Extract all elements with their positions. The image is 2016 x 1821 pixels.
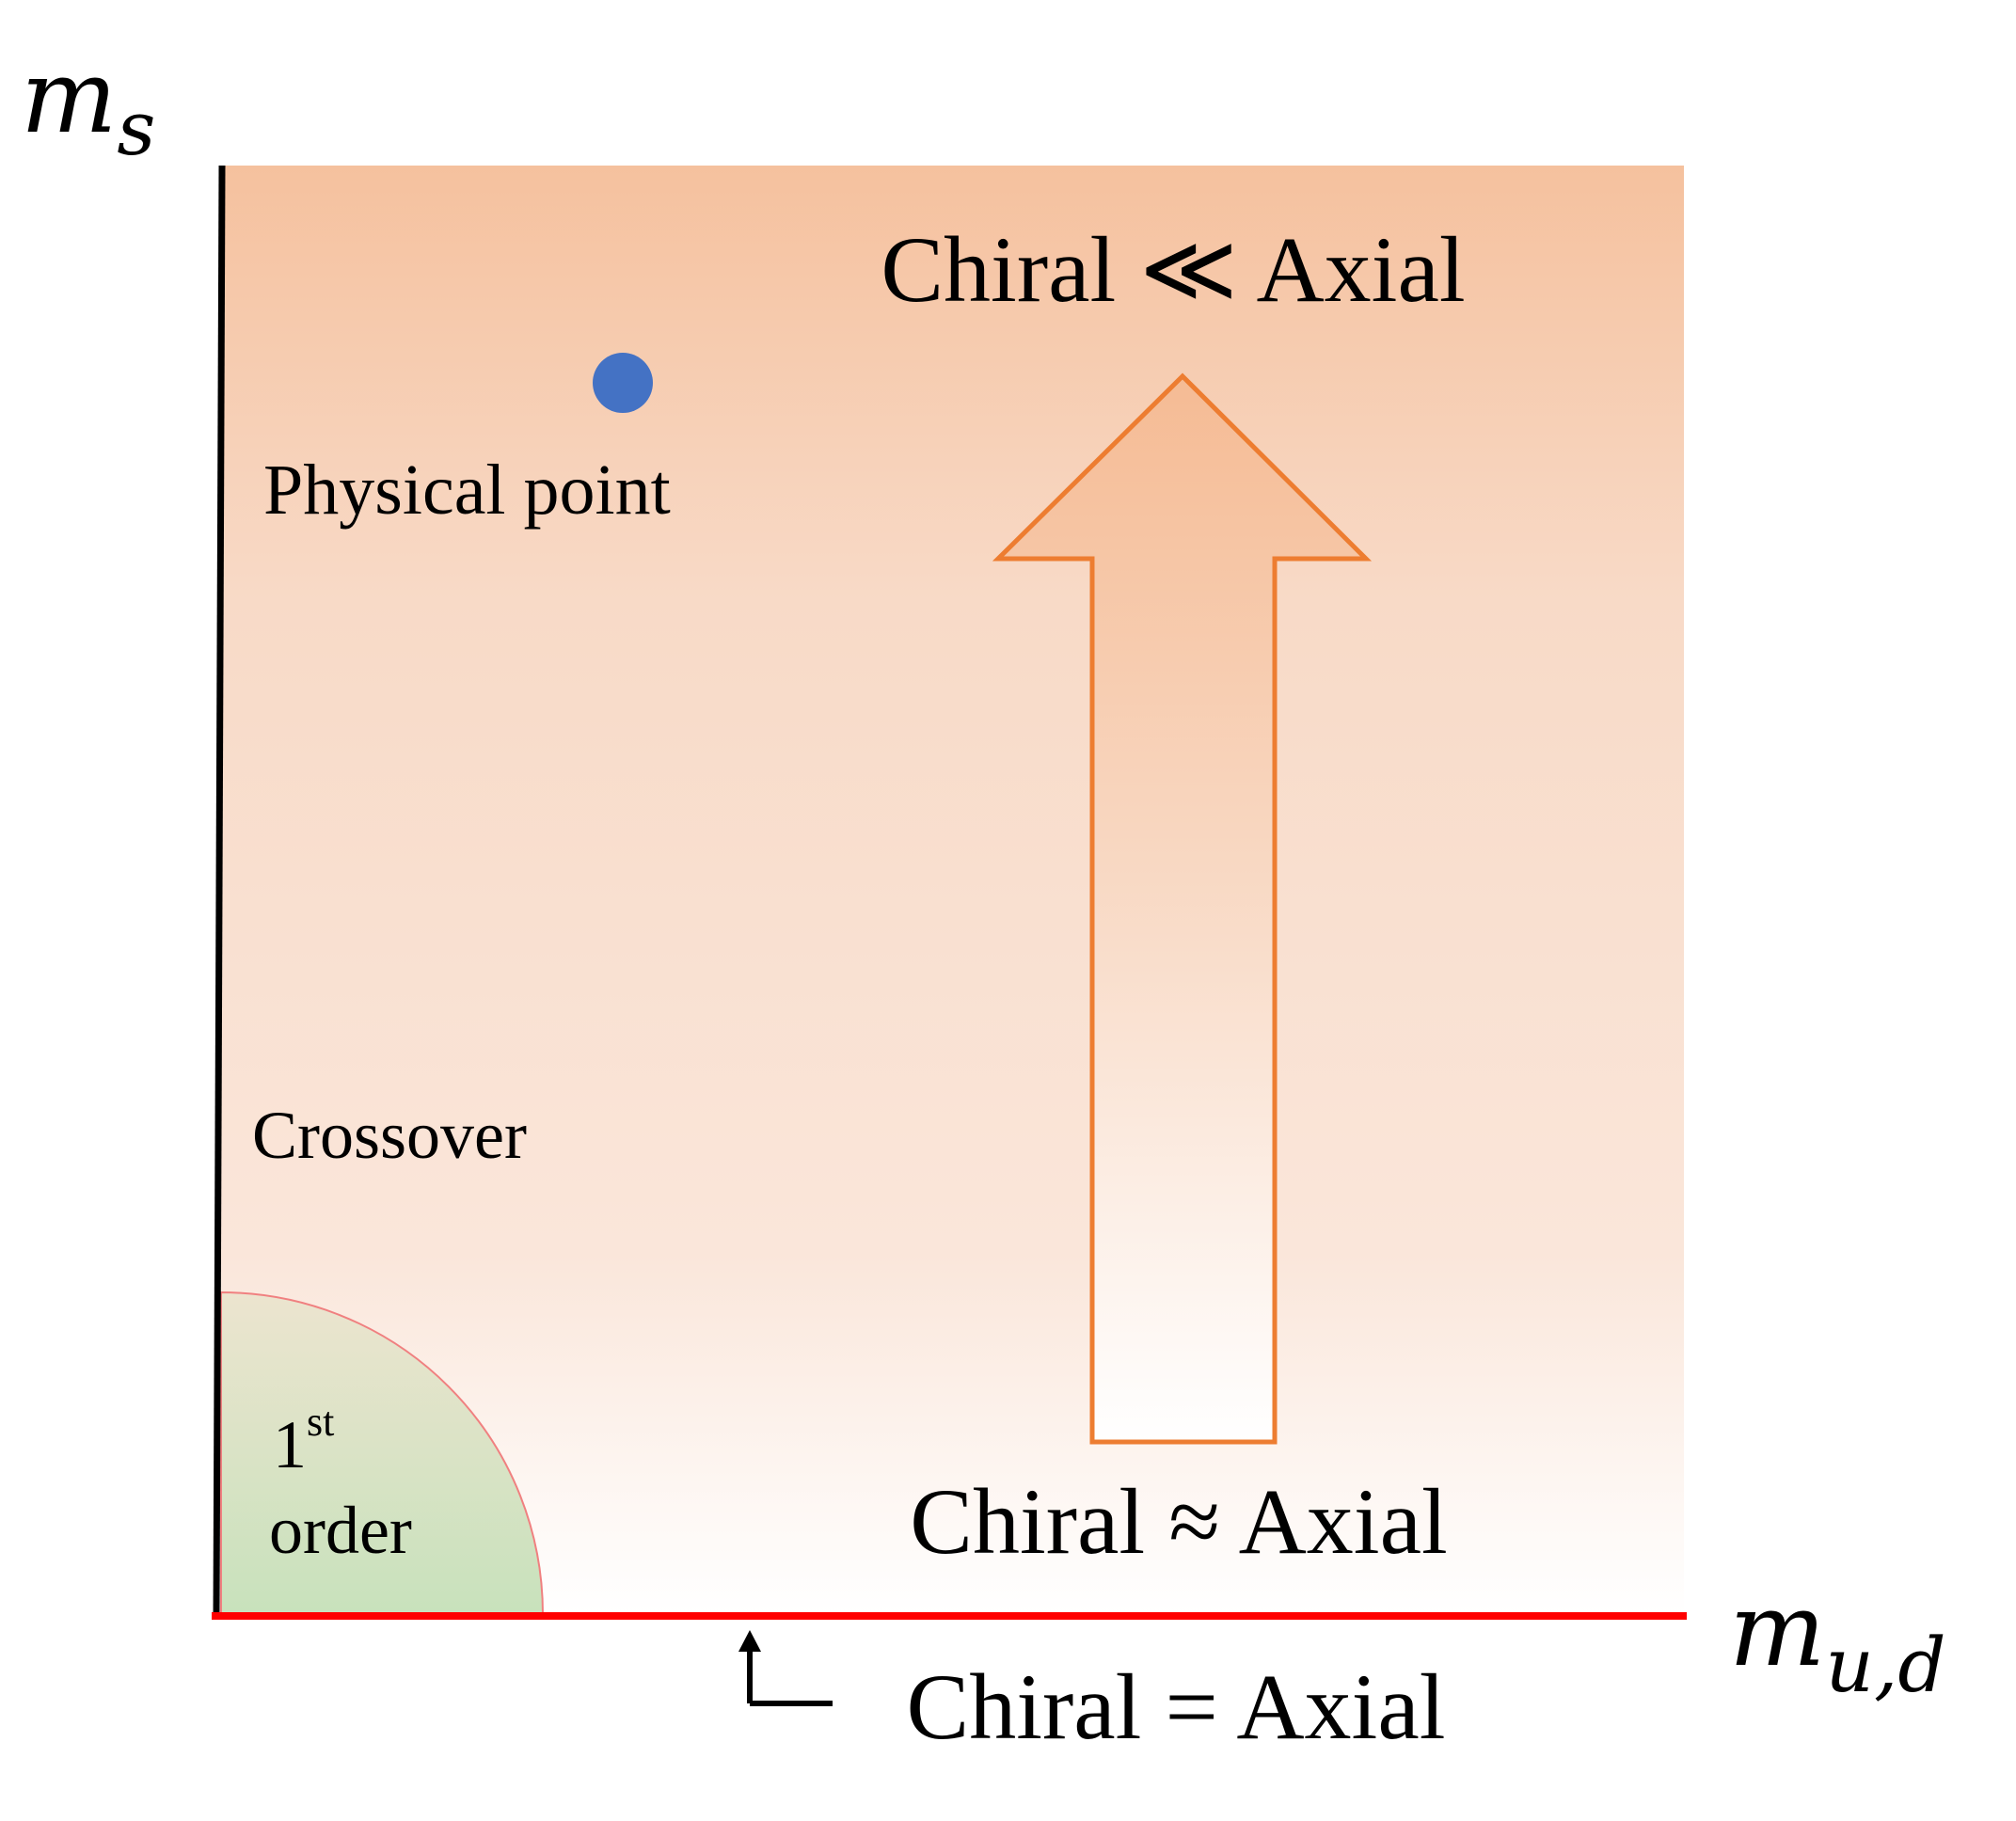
y-axis [213, 165, 226, 1617]
first-order-word: order [269, 1493, 412, 1568]
bottom-label: Chiral = Axial [907, 1655, 1446, 1759]
elbow-up-arrow-icon [747, 1639, 833, 1706]
phase-region [221, 166, 1684, 1614]
crossover-label: Crossover [252, 1098, 527, 1173]
y-axis-label: ms [21, 39, 155, 172]
first-order-label: 1st [273, 1399, 334, 1482]
middle-label: Chiral ≈ Axial [910, 1469, 1447, 1574]
physical-point-icon [593, 353, 653, 413]
first-order-region [220, 1291, 545, 1615]
x-axis-label: mu,d [1729, 1572, 1946, 1709]
elbow-arrow-head [738, 1630, 761, 1652]
up-block-arrow-icon [992, 372, 1373, 1445]
physical-point-label: Physical point [263, 451, 671, 530]
top-label: Chiral ≪ Axial [881, 217, 1465, 322]
